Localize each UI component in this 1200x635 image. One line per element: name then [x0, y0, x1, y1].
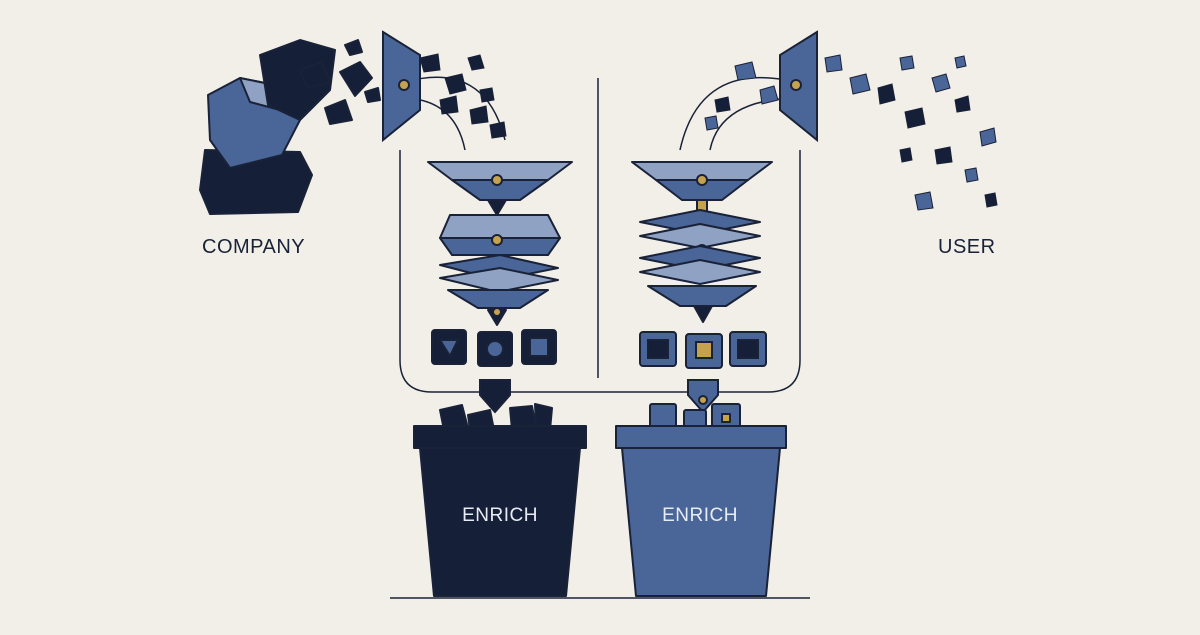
right-bin-body — [621, 447, 781, 597]
right-bin-label: ENRICH — [662, 505, 738, 526]
rock-chip-1 — [299, 61, 331, 89]
left-bin-label: ENRICH — [462, 505, 538, 526]
right-cube-tiles — [639, 331, 767, 369]
rock-chip-3 — [324, 99, 353, 125]
company-fragments — [419, 53, 507, 139]
feed-arc-right-outer — [679, 76, 796, 151]
right-bin-rim — [615, 425, 787, 449]
left-tray — [439, 214, 561, 239]
rock-chip-5 — [364, 87, 381, 103]
left-intake-flap — [382, 30, 421, 143]
right-enrich-bin — [615, 403, 787, 597]
right-processing-stack — [631, 161, 773, 323]
rock-chip-4 — [344, 39, 363, 56]
bin-feed-arrows — [479, 379, 719, 414]
left-intake-pivot — [398, 79, 410, 91]
rock-top — [259, 39, 336, 121]
left-circuit-tiles — [431, 329, 557, 367]
left-feed-arrow — [479, 379, 511, 414]
left-bin-body — [419, 447, 581, 597]
user-label: USER — [938, 236, 996, 258]
rock-chip-2 — [339, 61, 373, 97]
left-processing-stack — [427, 161, 573, 326]
right-intake-pivot — [790, 79, 802, 91]
loop-line — [399, 150, 801, 393]
right-intake-flap — [779, 30, 818, 143]
company-rock-pile — [199, 39, 381, 215]
left-enrich-bin — [413, 403, 587, 597]
left-bin-rim — [413, 425, 587, 449]
company-label: COMPANY — [202, 236, 306, 258]
user-fragments — [704, 54, 998, 211]
